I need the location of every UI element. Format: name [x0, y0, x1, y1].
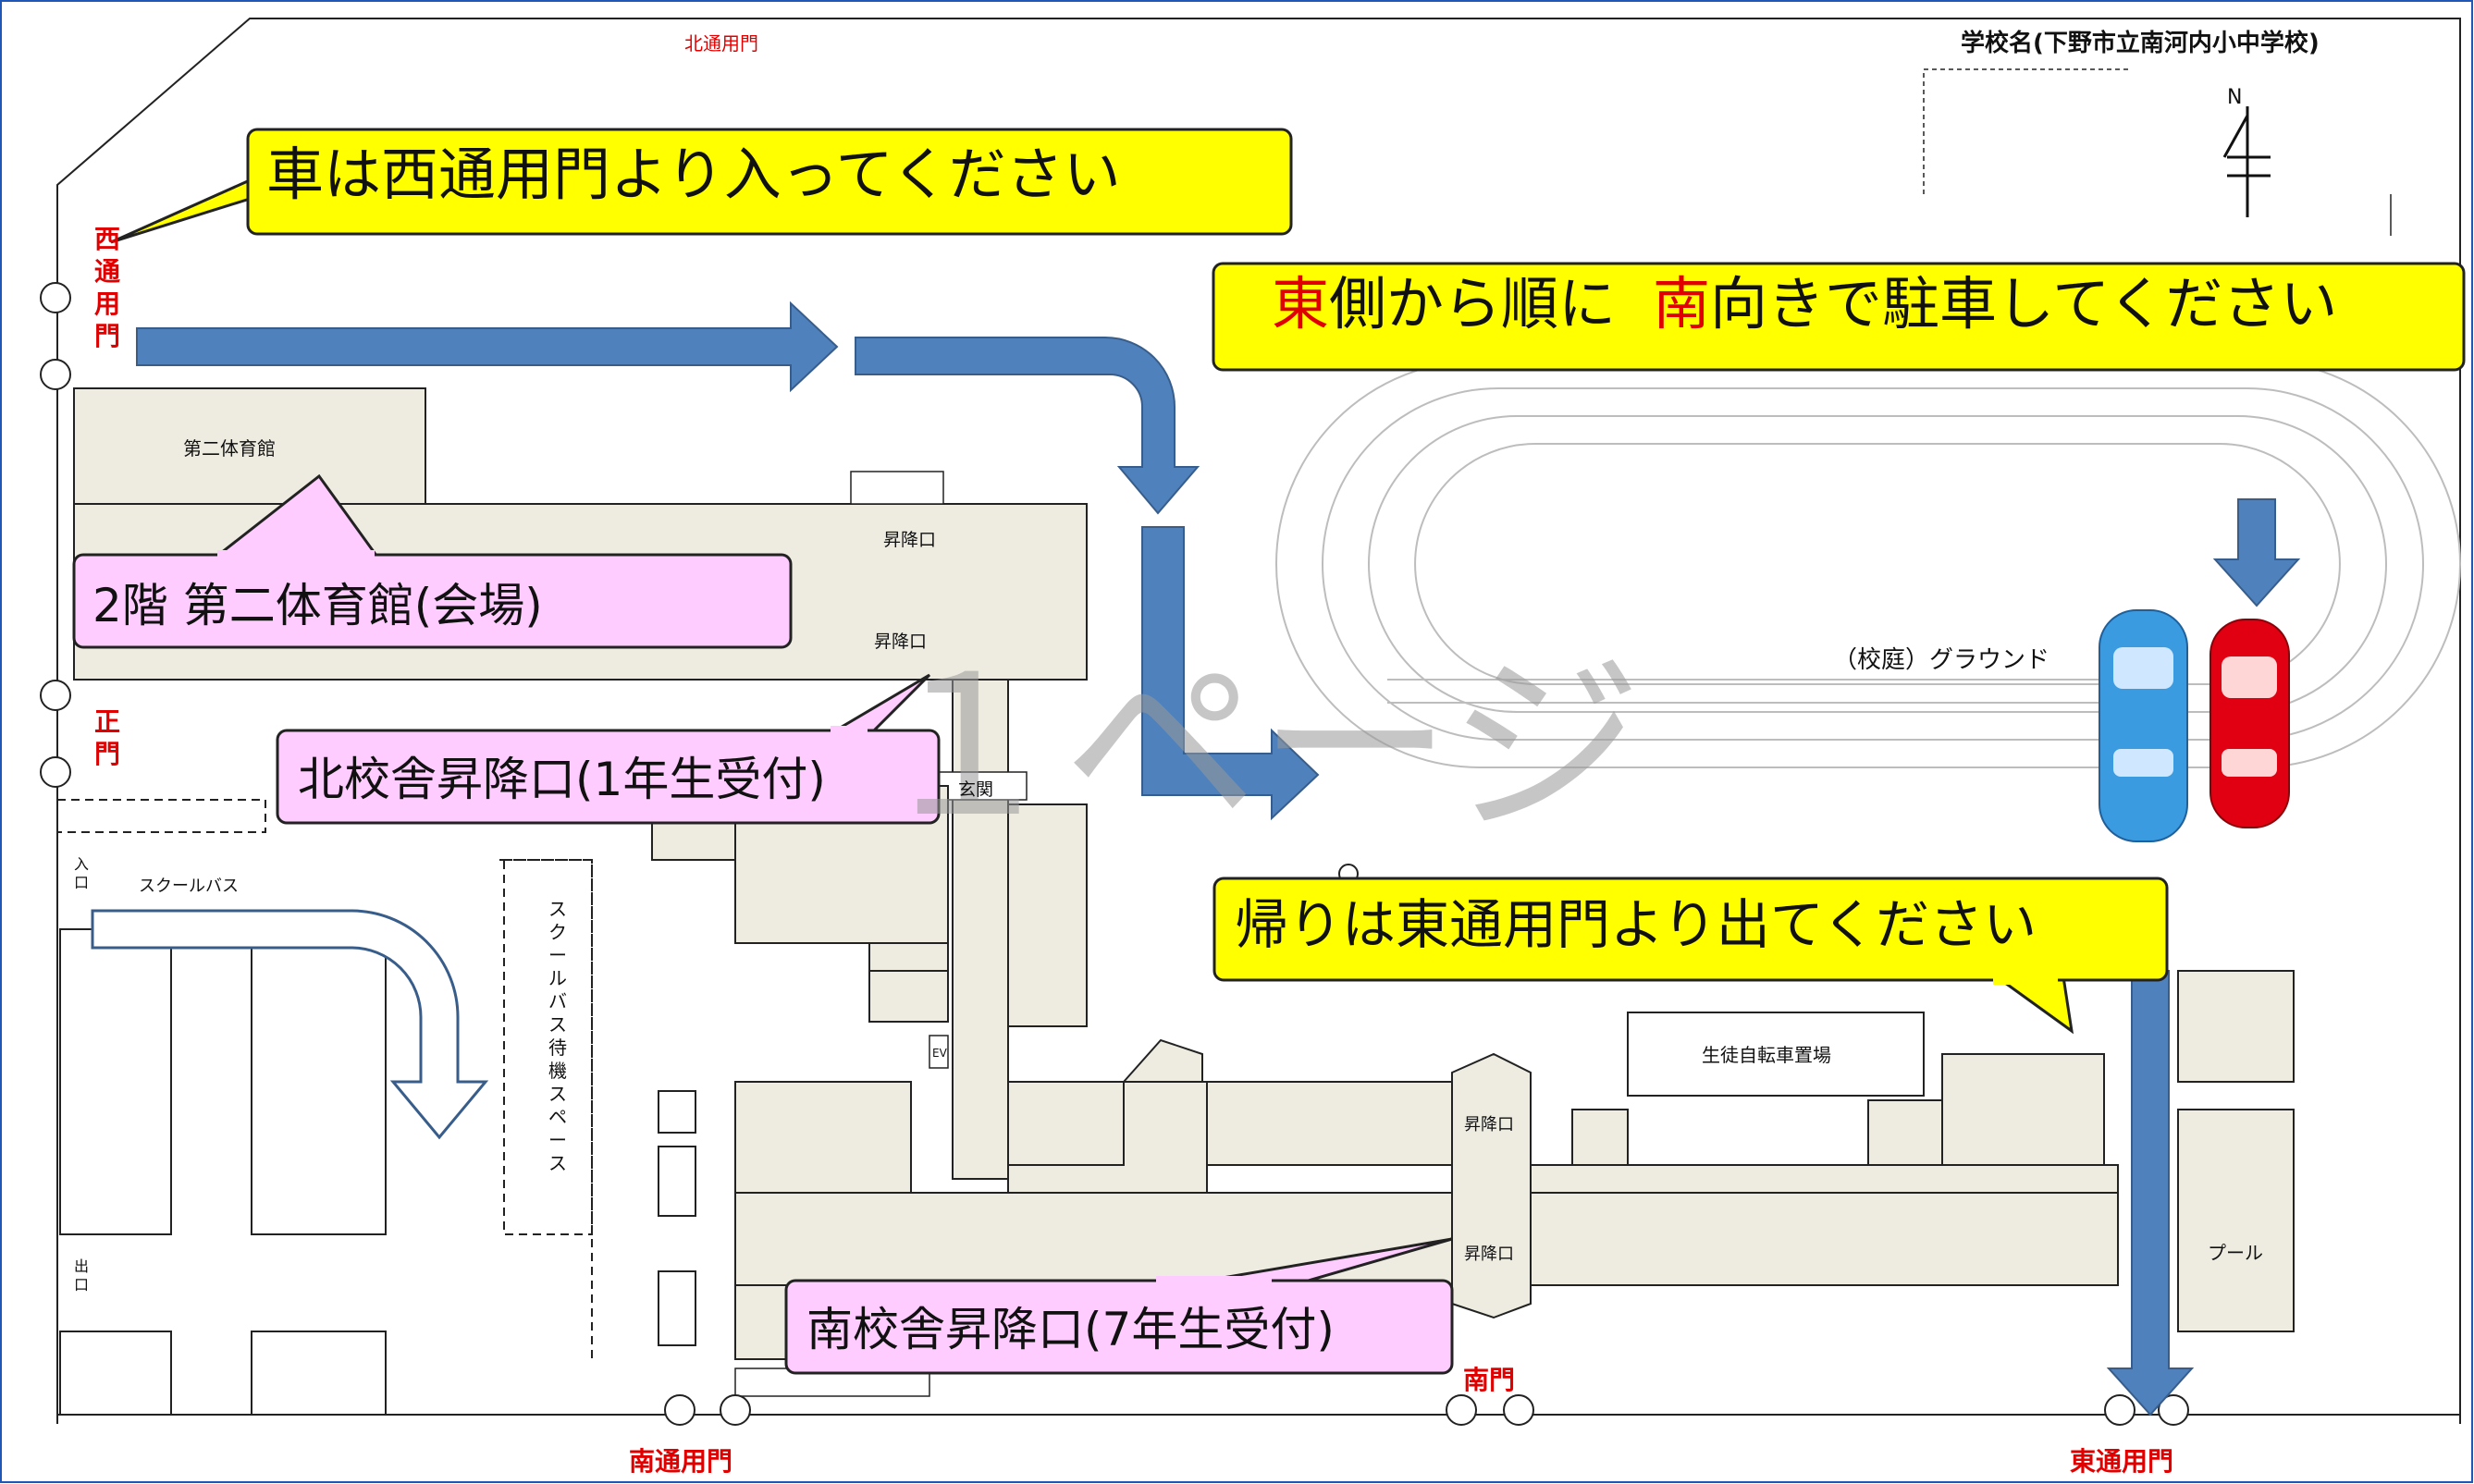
south-mid-block2 [1007, 1081, 1125, 1166]
pool [2177, 1109, 2295, 1332]
park-text-2: 側から順に [1329, 270, 1616, 337]
callout-gym-text: 2階 第二体育館(会場) [92, 579, 543, 632]
callout-park [1212, 262, 2466, 372]
turn-arrow [855, 337, 1200, 515]
pool-annex [2177, 970, 2295, 1083]
genkan-label: 玄関 [958, 779, 993, 800]
park-text-4: 向きで駐車してください [1710, 270, 2337, 337]
page-watermark: １ページ [869, 633, 1643, 860]
callout-north-entry [276, 673, 941, 825]
south-service-gate-label: 南通用門 [629, 1446, 732, 1477]
callout-gym [72, 473, 793, 649]
red-car-icon [2209, 619, 2290, 828]
south-gate-label: 南門 [1463, 1365, 1515, 1395]
block-b [1007, 803, 1088, 1027]
entrance-label-2: 昇降口 [874, 632, 927, 652]
callout-park-text: 東側から順に南向きで駐車してください [1272, 270, 2337, 337]
south-building [734, 1192, 2119, 1286]
east-gate-label: 東通用門 [2070, 1446, 2173, 1477]
east-small [1571, 1109, 1629, 1166]
exit-arrow [2106, 970, 2195, 1417]
to-ground-arrow [1141, 526, 1320, 821]
south-roof [1121, 1038, 1203, 1083]
gate-markers [40, 282, 2189, 1426]
entry-mark: 入口 [74, 855, 89, 891]
callout-exit-text: 帰りは東通用門より出てください [1235, 893, 2037, 956]
bus-wait-outline [499, 859, 593, 1359]
callout-exit [1212, 877, 2169, 1035]
stair-tower [1451, 1052, 1532, 1319]
school-name: 学校名(下野市立南河内小中学校) [1961, 29, 2320, 57]
compass-icon [2222, 106, 2271, 217]
corridor [952, 679, 1009, 1180]
entrance-label-4: 昇降口 [1464, 1245, 1514, 1264]
parking-strip [56, 799, 266, 833]
bike-label: 生徒自転車置場 [1702, 1044, 1831, 1066]
roof-structure [850, 471, 944, 505]
small-box-3 [658, 1270, 696, 1346]
ev-box [929, 1035, 949, 1069]
east-block [1941, 1053, 2105, 1166]
entrance-label-1: 昇降口 [883, 530, 936, 550]
exit-mark: 出口 [74, 1257, 89, 1294]
genkan-box [933, 771, 1028, 801]
park-east-word: 東 [1272, 270, 1329, 337]
east-small2 [1867, 1099, 1943, 1166]
parking-lot-4 [251, 1331, 387, 1416]
block-c2 [868, 970, 949, 1023]
north-frame [1923, 68, 2132, 194]
small-block [651, 822, 736, 861]
park-south-word: 南 [1653, 270, 1710, 337]
bus-wait-space [503, 859, 593, 1235]
main-gate-label: 正門 [94, 706, 120, 769]
west-gate-label: 西通用門 [94, 224, 120, 351]
callout-north-entry-text: 北校舎昇降口(1年生受付) [298, 753, 826, 806]
south-strip [1206, 1081, 1453, 1166]
school-bus-label: スクールバス [139, 877, 239, 896]
pool-label: プール [2208, 1242, 2263, 1264]
enter-arrow [136, 300, 839, 393]
gym2-label: 第二体育館 [183, 437, 276, 460]
parking-lot-3 [59, 1331, 172, 1416]
park-arrow [2212, 498, 2301, 607]
bike-parking [1627, 1012, 1925, 1097]
bus-wait-label: スクールバス待機スペース [548, 898, 567, 1174]
north-label: N [2227, 86, 2242, 109]
bus-arrow [91, 909, 489, 1140]
ground-label: （校庭）グラウンド [1833, 646, 2049, 674]
callout-south-entry-text: 南校舎昇降口(7年生受付) [806, 1303, 1335, 1356]
small-box-1 [658, 1090, 696, 1134]
small-box-2 [658, 1146, 696, 1217]
route-arrows [91, 300, 2301, 1417]
ev-label: EV [932, 1047, 948, 1060]
callout-enter [110, 128, 1293, 244]
blue-car-icon [2099, 609, 2188, 842]
callout-enter-text: 車は西通用門より入ってください [266, 141, 1121, 208]
north-gate-label: 北通用門 [684, 32, 758, 55]
site-boundary [56, 18, 2461, 1424]
callout-south-entry [784, 1237, 1454, 1375]
east-link [1530, 1164, 2119, 1194]
parking-lot-1 [59, 928, 172, 1235]
parking-lot-2 [251, 928, 387, 1235]
entrance-label-3: 昇降口 [1464, 1115, 1514, 1134]
